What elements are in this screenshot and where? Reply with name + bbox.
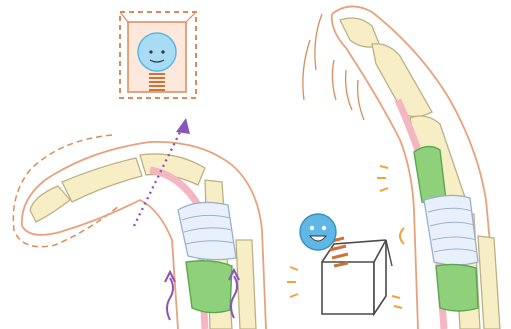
jack-in-the-box-closed-icon xyxy=(120,12,196,98)
metacarpal-2 xyxy=(236,240,256,329)
box-face-eye xyxy=(322,226,326,230)
cube-edge xyxy=(120,12,128,22)
box-side xyxy=(374,240,386,314)
cube-face-eye xyxy=(149,50,152,53)
cube-face-eye xyxy=(161,50,164,53)
metacarpal-2 xyxy=(478,236,500,329)
box-lid xyxy=(386,240,392,266)
distal-phalanx xyxy=(30,186,70,222)
muscle-block xyxy=(436,264,478,311)
jack-in-the-box-open-icon xyxy=(287,214,402,314)
bandage-wrap xyxy=(178,202,236,259)
sun-rays xyxy=(377,166,404,244)
bandage-wrap xyxy=(424,195,478,265)
box-face-head xyxy=(300,214,336,250)
distal-phalanx xyxy=(340,18,380,47)
cube-face-head xyxy=(138,33,176,71)
cube-edge xyxy=(186,12,196,22)
muscle-block xyxy=(414,146,446,203)
muscle-block xyxy=(186,261,232,313)
box-front xyxy=(322,262,374,314)
box-face-eye xyxy=(310,226,314,230)
left-finger xyxy=(0,116,268,329)
